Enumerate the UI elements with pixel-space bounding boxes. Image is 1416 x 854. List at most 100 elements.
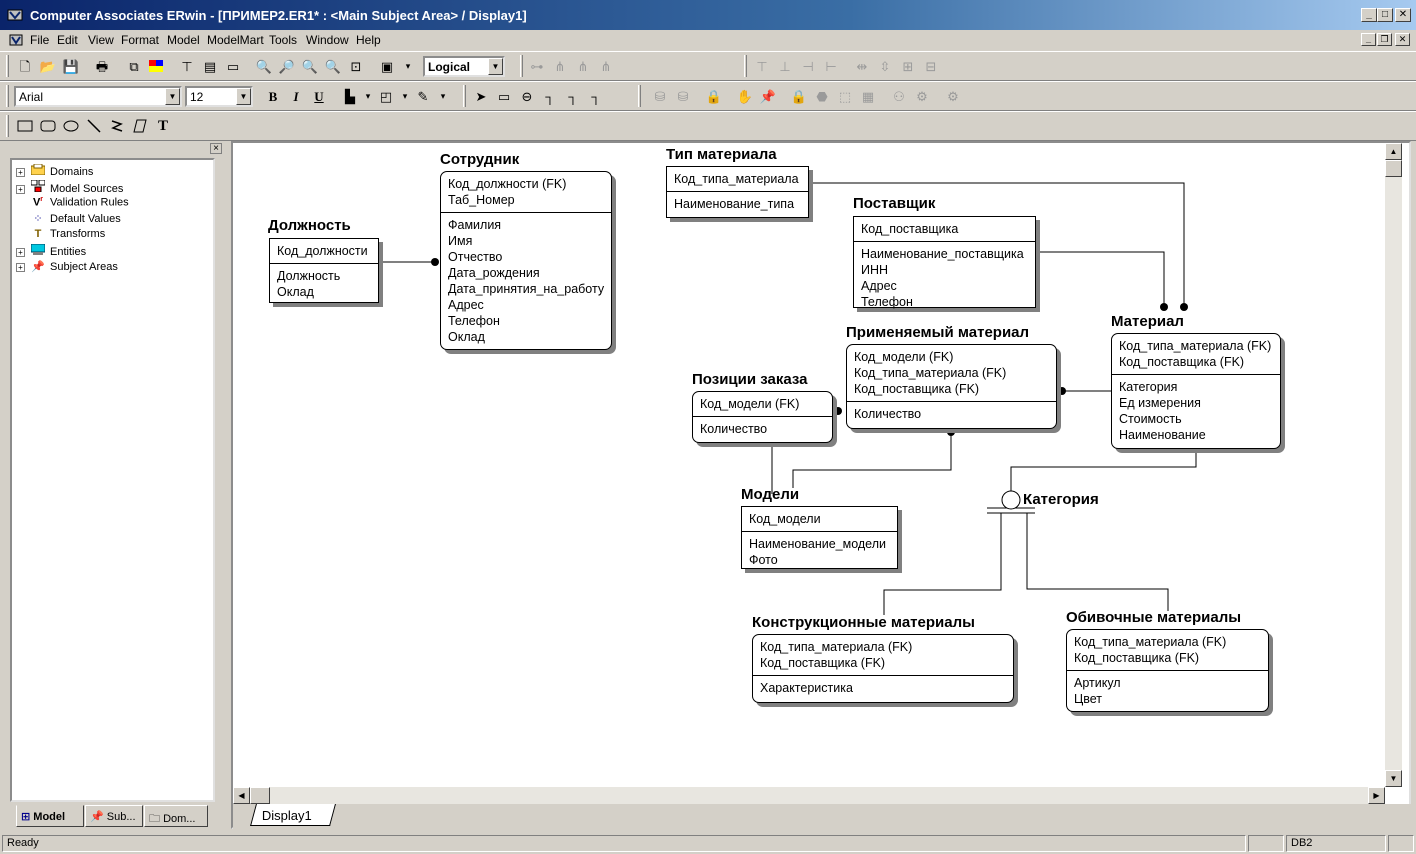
display-level-dropdown-icon[interactable]: ▾ (405, 60, 411, 71)
horizontal-scrollbar[interactable]: ◀ ▶ (233, 787, 1385, 804)
color-icon[interactable] (146, 56, 166, 76)
attribute[interactable]: Должность (277, 269, 341, 283)
zoom-in-icon[interactable]: 🔎 (278, 58, 296, 74)
italic-button[interactable]: I (293, 88, 299, 104)
title-bar[interactable]: Computer Associates ERwin - [ПРИМЕР2.ER1… (0, 0, 1416, 30)
relationship-line[interactable] (1036, 251, 1165, 306)
close-icon[interactable]: × (210, 143, 222, 154)
mart-settings-icon[interactable]: ⚙ (916, 88, 928, 104)
text-tool-icon[interactable]: T (157, 117, 168, 134)
toolbar-grip[interactable] (6, 55, 9, 77)
vertical-scrollbar[interactable]: ▲ ▼ (1385, 143, 1402, 787)
tree-item-subject-areas[interactable]: +📌Subject Areas (16, 260, 118, 276)
distribute-vertical-icon[interactable]: ⇳ (879, 58, 891, 74)
font-color-icon[interactable]: ✎ (417, 88, 429, 104)
mart-merge-icon[interactable]: ⬣ (816, 88, 828, 104)
tab-display1[interactable]: Display1 (250, 804, 336, 826)
attribute[interactable]: Наименование (1119, 428, 1206, 442)
modelmart-connect-icon[interactable]: ⛁ (654, 88, 666, 104)
category-circle[interactable] (1001, 490, 1021, 510)
layout-icon[interactable]: ⊶ (530, 58, 544, 74)
attribute[interactable]: Адрес (448, 298, 484, 312)
horizontal-scroll-thumb[interactable] (250, 787, 270, 804)
attribute[interactable]: Код_поставщика (FK) (1074, 651, 1200, 665)
relationship-line[interactable] (809, 182, 1185, 306)
line-color-icon[interactable]: ◰ (379, 88, 393, 104)
scroll-left-icon[interactable]: ◀ (233, 787, 250, 804)
toolbar-grip[interactable] (6, 115, 9, 137)
mart-users-icon[interactable]: ⚇ (893, 88, 905, 104)
mdi-restore-button[interactable]: ❐ (1377, 33, 1392, 46)
format-painter-icon[interactable]: ⊤ (181, 58, 193, 74)
attribute[interactable]: Телефон (861, 295, 913, 309)
tree-item-domains[interactable]: +Domains (16, 163, 93, 180)
tree-item-default-values[interactable]: ⁘Default Values (16, 212, 120, 228)
attribute[interactable]: Адрес (861, 279, 897, 293)
mart-report-icon[interactable]: ▦ (861, 88, 875, 104)
zoom-all-icon[interactable]: ⊡ (350, 58, 362, 74)
menu-file[interactable]: File (30, 33, 50, 47)
attribute[interactable]: Фамилия (448, 218, 502, 232)
vertical-scroll-thumb[interactable] (1385, 160, 1402, 177)
zoom-normal-icon[interactable]: 🔍 (301, 58, 319, 74)
mdi-minimize-button[interactable]: _ (1361, 33, 1376, 46)
attribute[interactable]: Код_модели (749, 512, 821, 526)
menu-modelmart[interactable]: ModelMart (207, 33, 264, 47)
zoom-fit-icon[interactable]: 🔍 (324, 58, 342, 74)
attribute[interactable]: Код_типа_материала (FK) (760, 640, 913, 654)
tab-domains[interactable]: 🗀 Dom... (144, 805, 208, 827)
menu-help[interactable]: Help (356, 33, 381, 47)
font-color-dropdown-icon[interactable]: ▾ (440, 90, 446, 101)
attribute[interactable]: Характеристика (760, 681, 853, 695)
polyline-tool-icon[interactable] (107, 116, 127, 136)
hierarchy-layout-icon[interactable]: ⋔ (577, 58, 589, 74)
attribute[interactable]: Код_типа_материала (674, 172, 799, 186)
attribute[interactable]: Стоимость (1119, 412, 1182, 426)
save-icon[interactable]: 💾 (62, 58, 80, 74)
menu-tools[interactable]: Tools (269, 33, 298, 47)
many-to-many-relationship-icon[interactable]: ┐ (568, 88, 578, 104)
display-level-icon[interactable]: ▣ (380, 58, 394, 74)
attribute[interactable]: Цвет (1074, 692, 1103, 706)
attribute[interactable]: ИНН (861, 263, 889, 277)
attribute[interactable]: Оклад (448, 330, 485, 344)
mdi-close-button[interactable]: ✕ (1395, 33, 1410, 46)
align-left-icon[interactable]: ⊣ (802, 58, 814, 74)
menu-format[interactable]: Format (121, 33, 160, 47)
copy-icon[interactable]: ⧉ (129, 58, 139, 74)
align-top-icon[interactable]: ⊤ (756, 58, 768, 74)
attribute[interactable]: Дата_принятия_на_работу (448, 282, 605, 296)
menu-window[interactable]: Window (306, 33, 349, 47)
attribute[interactable]: Ед измерения (1119, 396, 1201, 410)
attribute[interactable]: Артикул (1074, 676, 1121, 690)
toolbar-grip[interactable] (638, 85, 641, 107)
lock-icon[interactable]: 🔒 (705, 88, 723, 104)
logical-physical-select[interactable]: Logical ▼ (423, 56, 505, 77)
attribute[interactable]: Код_типа_материала (FK) (1119, 339, 1272, 353)
attribute[interactable]: Категория (1119, 380, 1178, 394)
align-right-icon[interactable]: ⊢ (825, 58, 837, 74)
circular-layout-icon[interactable]: ⋔ (600, 58, 612, 74)
attribute[interactable]: Код_должности (FK) (448, 177, 567, 191)
expand-icon[interactable]: + (16, 167, 25, 177)
relationship-line[interactable] (792, 430, 952, 488)
attribute[interactable]: Код_типа_материала (FK) (854, 366, 1007, 380)
attribute[interactable]: Код_модели (FK) (700, 397, 800, 411)
font-name-select[interactable]: Arial ▼ (14, 86, 182, 107)
toolbar-grip[interactable] (463, 85, 466, 107)
rounded-rectangle-tool-icon[interactable] (38, 116, 58, 136)
attribute[interactable]: Код_поставщика (861, 222, 959, 236)
attribute[interactable]: Таб_Номер (448, 193, 515, 207)
relationship-line[interactable] (1026, 513, 1169, 611)
attribute[interactable]: Наименование_поставщика (861, 247, 1024, 261)
toolbar-grip[interactable] (6, 85, 9, 107)
underline-button[interactable]: U (314, 88, 324, 104)
attribute[interactable]: Телефон (448, 314, 500, 328)
menu-model[interactable]: Model (167, 33, 200, 47)
same-width-icon[interactable]: ⊟ (925, 58, 937, 74)
attribute[interactable]: Код_поставщика (FK) (760, 656, 886, 670)
mart-options-icon[interactable]: ⚙ (947, 88, 959, 104)
attribute[interactable]: Код_модели (FK) (854, 350, 954, 364)
bold-button[interactable]: B (268, 88, 278, 104)
